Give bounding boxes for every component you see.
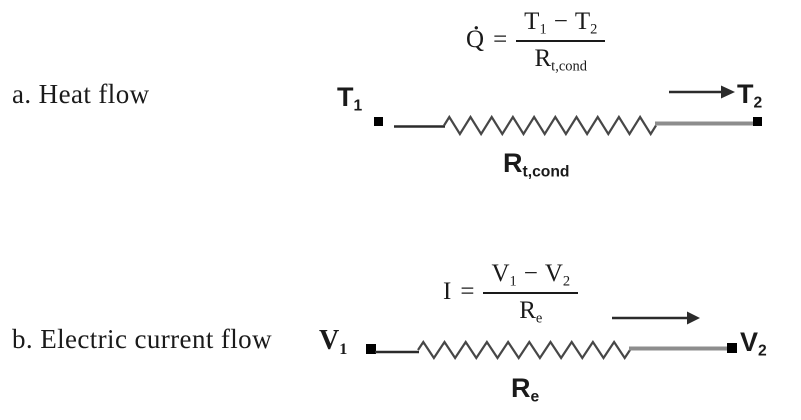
equals-sign: = <box>460 278 475 306</box>
heat-resistor-label: Rt,cond <box>503 148 570 181</box>
heat-fraction-denominator: Rt,cond <box>534 44 588 75</box>
section-a-label: a. Heat flow <box>12 79 150 109</box>
electric-node-right-label: V2 <box>740 327 767 360</box>
electric-node-left-label: V1 <box>319 325 348 358</box>
overdot: · <box>472 15 480 40</box>
heat-node-right-square <box>753 117 762 126</box>
heat-equation: ·Q = T1−T2 Rt,cond <box>466 8 606 75</box>
heat-resistor-zigzag <box>443 114 657 137</box>
electric-fraction-numerator: V1−V2 <box>483 260 579 294</box>
minus-sign: − <box>523 260 538 287</box>
electric-resistor-zigzag <box>417 340 631 360</box>
equals-sign: = <box>493 26 508 54</box>
electric-node-right-square <box>727 343 737 353</box>
electric-flow-arrow-head <box>687 311 700 325</box>
heat-node-left-label: T1 <box>337 82 363 115</box>
electric-resistor-label: Re <box>511 373 540 406</box>
current-symbol: I <box>443 278 452 306</box>
electric-node-left-square <box>366 344 376 354</box>
electric-equation: I = V1−V2 Re <box>443 260 579 327</box>
heat-fraction-numerator: T1−T2 <box>516 8 606 42</box>
section-b-label: b. Electric current flow <box>12 324 272 354</box>
heat-fraction: T1−T2 Rt,cond <box>516 8 606 75</box>
heat-flow-arrow-head <box>721 85 735 99</box>
minus-sign: − <box>553 8 568 35</box>
heat-rate-symbol: ·Q <box>466 15 485 54</box>
heat-node-left-square <box>374 117 383 126</box>
electric-fraction: V1−V2 Re <box>483 260 579 327</box>
heat-node-right-label: T2 <box>737 79 763 112</box>
electric-fraction-denominator: Re <box>519 296 543 327</box>
